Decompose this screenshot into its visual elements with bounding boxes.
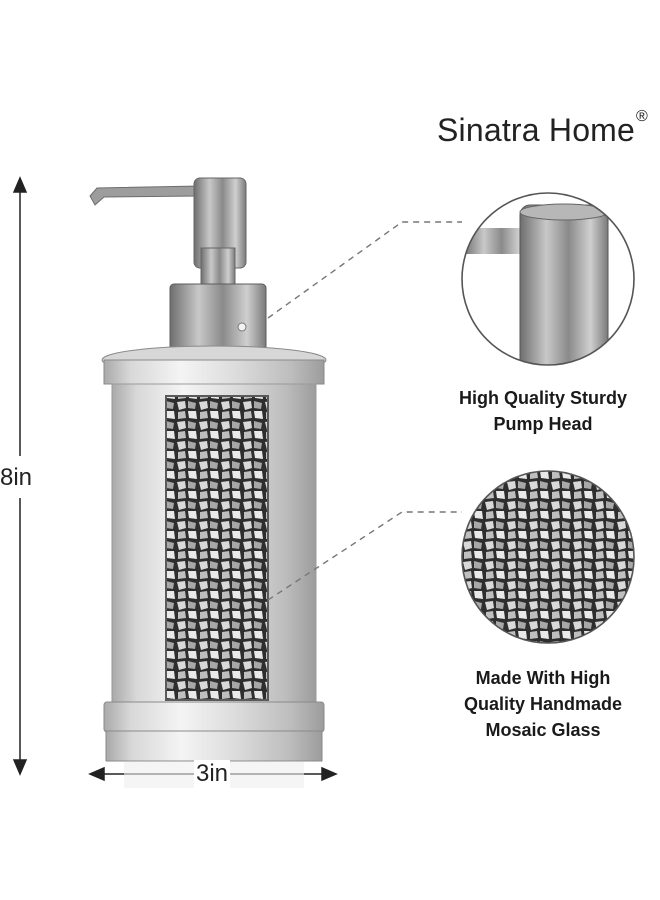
caption-line: Quality Handmade xyxy=(463,694,623,714)
caption-line: Made With High xyxy=(475,668,611,688)
pump-nozzle xyxy=(89,177,247,289)
caption-line: High Quality Sturdy xyxy=(458,388,627,408)
mosaic-glass-caption: Made With High Quality Handmade Mosaic G… xyxy=(438,665,648,743)
height-label: 8in xyxy=(0,464,33,491)
dispenser-body xyxy=(101,345,327,762)
brand-name: Sinatra Home xyxy=(437,112,636,148)
callout-leader-lines xyxy=(267,221,462,601)
pump-head-zoom-circle xyxy=(461,192,635,366)
caption-line: Pump Head xyxy=(493,414,593,434)
pump-head-caption: High Quality Sturdy Pump Head xyxy=(438,385,648,437)
registered-mark: ® xyxy=(636,108,649,125)
width-label: 3in xyxy=(194,760,231,788)
brand-logo: Sinatra Home® xyxy=(437,108,648,149)
caption-line: Mosaic Glass xyxy=(485,720,601,740)
height-dimension-arrow xyxy=(12,176,28,776)
mosaic-glass-zoom-circle xyxy=(461,470,635,644)
